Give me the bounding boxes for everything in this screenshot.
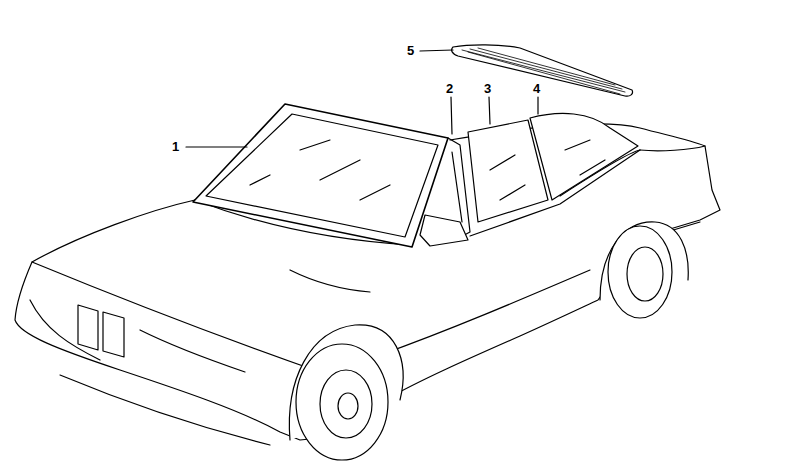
callout-number: 3 <box>484 82 491 95</box>
callout-number: 4 <box>533 82 540 95</box>
callout-number: 1 <box>172 140 179 153</box>
callout-number: 5 <box>407 44 414 57</box>
callout-number: 2 <box>446 82 453 95</box>
